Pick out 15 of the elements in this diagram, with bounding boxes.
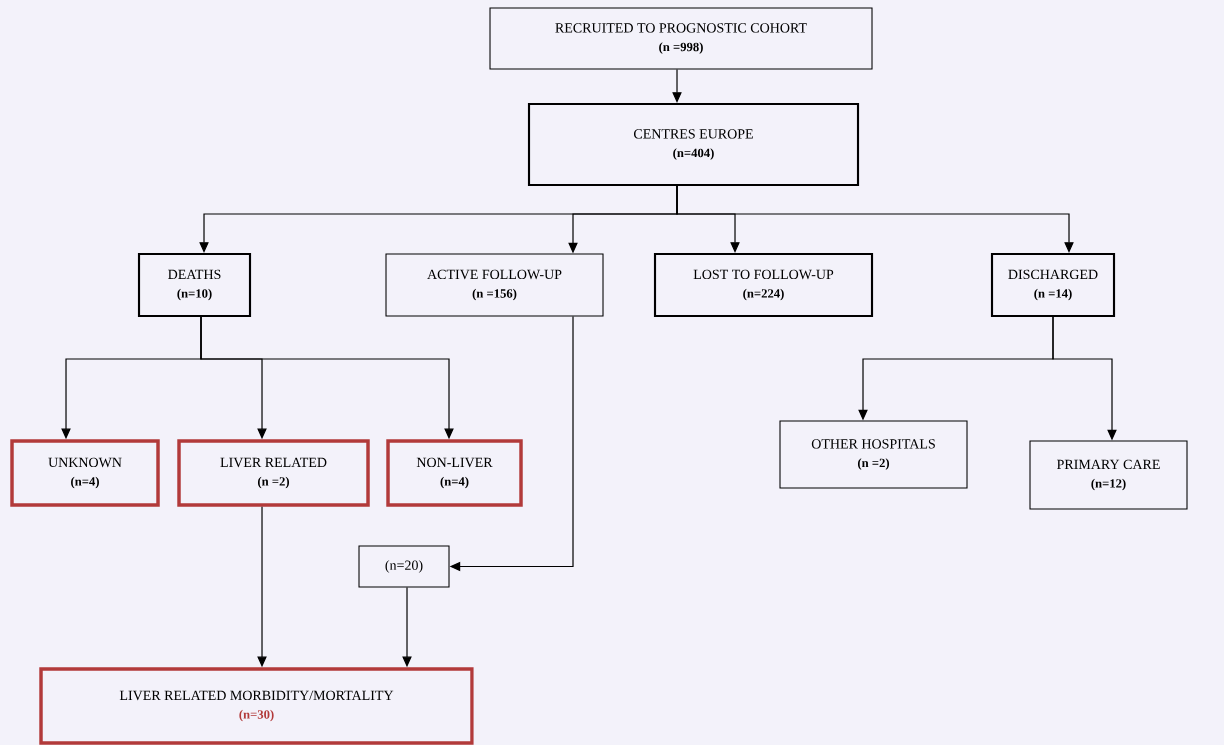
flow-box: PRIMARY CARE (n=12) <box>1029 440 1188 510</box>
flow-box: ACTIVE FOLLOW-UP (n =156) <box>385 253 604 317</box>
flow-box: DISCHARGED (n =14) <box>990 252 1116 318</box>
flow-box: (n=20) <box>358 545 450 588</box>
flow-box: OTHER HOSPITALS (n =2) <box>779 420 968 489</box>
flow-box: DEATHS (n=10) <box>137 252 252 318</box>
arrow <box>676 185 1074 253</box>
flow-box: NON-LIVER (n=4) <box>386 439 523 507</box>
flow-box: CENTRES EUROPE (n=404) <box>527 102 860 187</box>
flow-box: LIVER RELATED (n =2) <box>177 439 370 507</box>
flow-box: RECRUITED TO PROGNOSTIC COHORT (n =998) <box>489 7 873 70</box>
arrow <box>672 68 682 103</box>
flow-box: LOST TO FOLLOW-UP (n=224) <box>653 252 874 318</box>
flow-box: UNKNOWN (n=4) <box>10 439 160 507</box>
flow-box: LIVER RELATED MORBIDITY/MORTALITY (n=30) <box>39 667 474 745</box>
